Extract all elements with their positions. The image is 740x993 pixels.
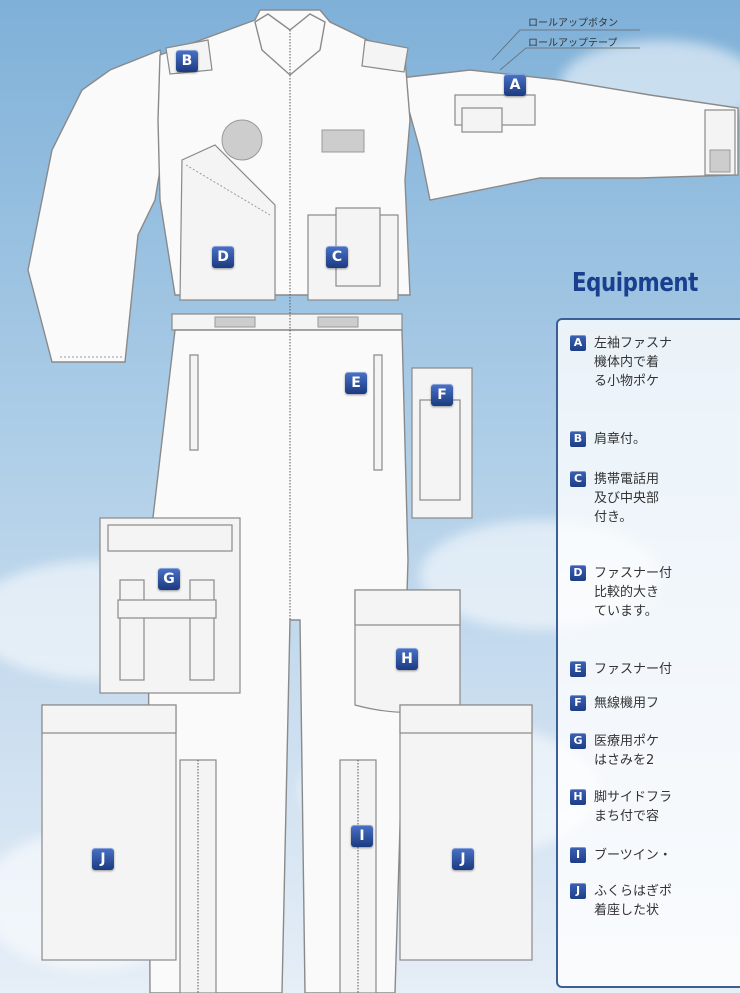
list-item-text: 医療用ポケ はさみを2 (594, 734, 660, 768)
right-sleeve (399, 69, 739, 201)
list-item-text: 肩章付。 (594, 432, 647, 447)
list-item: G 医療用ポケ はさみを2 (570, 732, 659, 770)
badge-j: J (570, 883, 586, 899)
badge-g: G (570, 733, 586, 749)
equipment-list-panel: A 左袖ファスナ 機体内で着 る小物ポケ B 肩章付。 C 携帯電話用 及び中央… (556, 318, 740, 988)
equipment-heading: Equipment (572, 268, 698, 298)
list-item: F 無線機用フ (570, 694, 659, 713)
label-j-left: J (92, 848, 114, 870)
badge-e: E (570, 661, 586, 677)
label-e: E (345, 372, 367, 394)
rollup-button-callout: ロールアップボタン (528, 18, 618, 29)
list-item-text: ファスナー付 (594, 662, 673, 677)
list-item: A 左袖ファスナ 機体内で着 る小物ポケ (570, 334, 672, 391)
label-b: B (176, 50, 198, 72)
list-item-text: ブーツイン・ (594, 848, 672, 863)
list-item: C 携帯電話用 及び中央部 付き。 (570, 470, 659, 527)
label-h: H (396, 648, 418, 670)
badge-f: F (570, 695, 586, 711)
badge-h: H (570, 789, 586, 805)
list-item-text: ファスナー付 比較的大き ています。 (594, 566, 673, 619)
list-item-text: 携帯電話用 及び中央部 付き。 (594, 472, 660, 525)
badge-b: B (570, 431, 586, 447)
pocket-j-right (399, 704, 533, 961)
list-item: E ファスナー付 (570, 660, 672, 679)
label-j-right: J (452, 848, 474, 870)
label-i: I (351, 825, 373, 847)
list-item: D ファスナー付 比較的大き ています。 (570, 564, 672, 621)
list-item: B 肩章付。 (570, 430, 646, 449)
pocket-j-left (41, 704, 177, 961)
list-item: J ふくらはぎポ 着座した状 (570, 882, 672, 920)
label-d: D (212, 246, 234, 268)
list-item: H 脚サイドフラ まち付で容 (570, 788, 672, 826)
badge-i: I (570, 847, 586, 863)
pocket-d (179, 144, 276, 301)
label-f: F (431, 384, 453, 406)
list-item: I ブーツイン・ (570, 846, 672, 865)
label-g: G (158, 568, 180, 590)
badge-a: A (570, 335, 586, 351)
left-sleeve (27, 49, 171, 363)
list-item-text: ふくらはぎポ 着座した状 (594, 884, 673, 918)
boot-zip-right (339, 759, 377, 993)
label-a: A (504, 74, 526, 96)
list-item-text: 脚サイドフラ まち付で容 (594, 790, 673, 824)
list-item-text: 左袖ファスナ 機体内で着 る小物ポケ (594, 336, 673, 389)
rollup-tape-callout: ロールアップテープ (528, 38, 618, 49)
list-item-text: 無線機用フ (594, 696, 660, 711)
badge-d: D (570, 565, 586, 581)
badge-c: C (570, 471, 586, 487)
label-c: C (326, 246, 348, 268)
waist-belt (171, 313, 403, 331)
